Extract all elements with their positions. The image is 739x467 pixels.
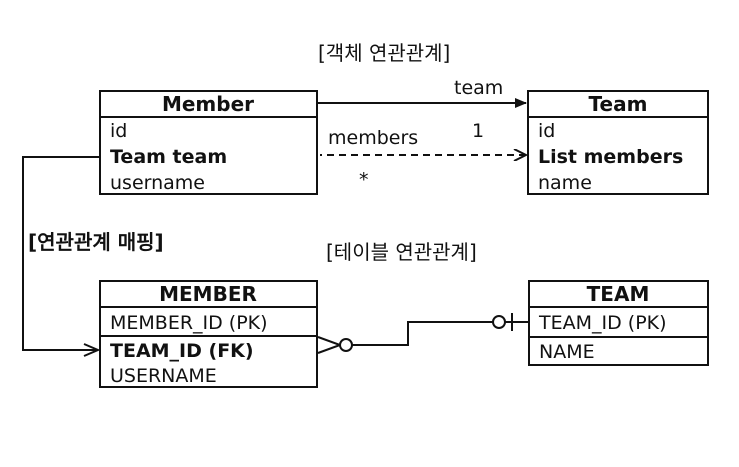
member-field-id: id <box>110 120 127 142</box>
crows-foot-symbol <box>317 336 343 354</box>
member-class-title: Member <box>162 92 254 116</box>
member-table-username: USERNAME <box>110 365 217 387</box>
multiplicity-many-label: * <box>359 169 369 191</box>
association-members-label: members <box>328 127 418 149</box>
member-field-username: username <box>110 172 205 194</box>
team-table-pk: TEAM_ID (PK) <box>538 312 667 334</box>
team-table-name: NAME <box>539 341 595 363</box>
zero-circle-team-side <box>492 315 506 329</box>
team-table-box: TEAM TEAM_ID (PK) NAME <box>528 280 709 366</box>
relationship-line <box>352 321 493 346</box>
member-table-fk: TEAM_ID (FK) <box>110 340 254 362</box>
team-class-title: Team <box>589 92 648 116</box>
mapping-connector-line <box>22 156 100 351</box>
member-table-pk: MEMBER_ID (PK) <box>110 312 268 334</box>
zero-circle-member-side <box>339 338 353 352</box>
team-table-title: TEAM <box>587 282 650 306</box>
heading-object-relation: [객체 연관관계] <box>318 41 450 65</box>
member-field-team: Team team <box>110 146 227 168</box>
multiplicity-one-label: 1 <box>472 120 484 142</box>
member-table-box: MEMBER MEMBER_ID (PK) TEAM_ID (FK) USERN… <box>99 280 318 388</box>
heading-relation-mapping: [연관관계 매핑] <box>28 230 164 254</box>
mapping-arrowhead <box>83 343 101 357</box>
team-field-id: id <box>538 120 555 142</box>
team-field-members: List members <box>538 146 683 168</box>
team-field-name: name <box>538 172 592 194</box>
heading-table-relation: [테이블 연관관계] <box>326 240 477 264</box>
er-relationship <box>317 313 529 354</box>
association-team-label: team <box>454 77 503 99</box>
member-class-box: Member id Team team username <box>99 90 318 195</box>
team-class-box: Team id List members name <box>527 90 709 195</box>
member-table-title: MEMBER <box>159 282 257 306</box>
